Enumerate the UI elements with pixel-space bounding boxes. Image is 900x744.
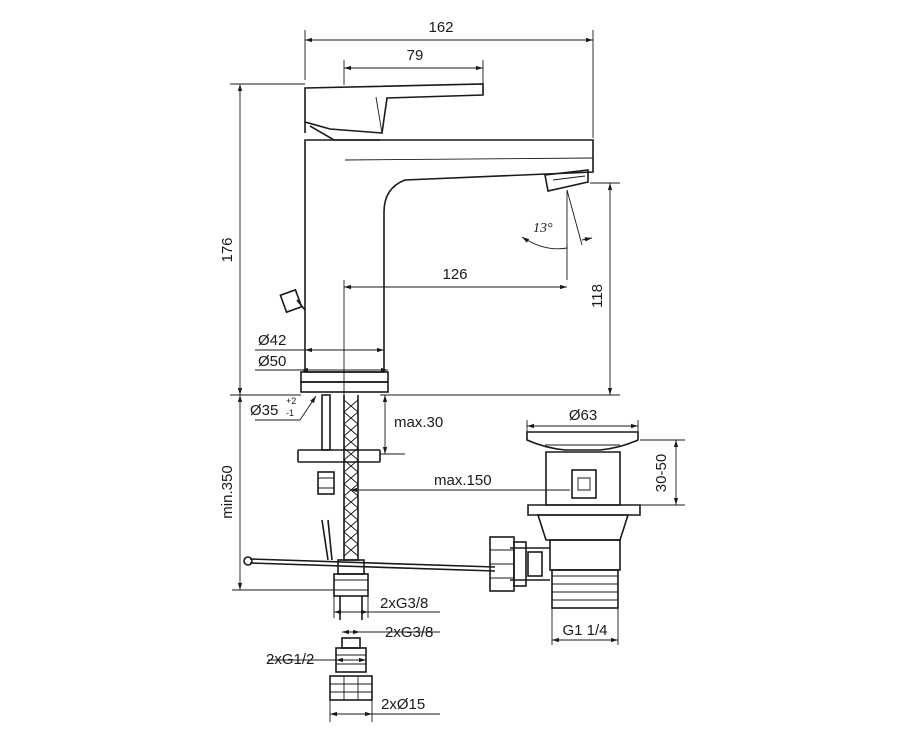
label-overall-width: 162 (428, 19, 453, 36)
label-handle-length: 79 (407, 47, 424, 64)
label-min-hose: min.350 (219, 465, 236, 518)
label-hole-tol-minus: -1 (286, 408, 294, 418)
label-valve-pipe: 2xØ15 (381, 696, 425, 713)
label-valve-thread: 2xG1/2 (266, 651, 314, 668)
body-outline (304, 139, 594, 373)
fixing-plate (297, 449, 381, 463)
label-waste-range: 30-50 (653, 454, 670, 492)
label-spout-reach: 126 (442, 266, 467, 283)
base-ring (300, 371, 389, 383)
label-max-reach: max.150 (434, 472, 492, 489)
label-body-dia-50: Ø50 (258, 353, 286, 370)
supply-assembly (243, 394, 496, 620)
label-body-dia-42: Ø42 (258, 332, 286, 349)
popup-rod (249, 558, 496, 568)
tap-body (279, 83, 594, 393)
waste-assembly (489, 431, 641, 609)
lever-handle (304, 83, 484, 134)
label-spout-angle: 13° (533, 221, 553, 236)
label-total-height: 176 (219, 237, 236, 262)
label-waste-dia: Ø63 (569, 407, 597, 424)
angle-valve (329, 637, 373, 701)
label-hole-tol-plus: +2 (286, 396, 296, 406)
label-hole-dia: Ø35 (250, 402, 278, 419)
label-hose-thread-2: 2xG3/8 (385, 624, 433, 641)
label-hose-thread-1: 2xG3/8 (380, 595, 428, 612)
dimension-lines (230, 30, 685, 722)
hose-nut (333, 573, 369, 597)
popup-knob (279, 288, 303, 314)
label-waste-thread: G1 1/4 (562, 622, 607, 639)
waste-thread (551, 569, 619, 609)
waste-plug (526, 431, 639, 451)
label-spout-height: 118 (589, 284, 606, 308)
dimension-labels: 162 79 176 126 118 13° Ø42 Ø50 Ø35 +2 -1… (219, 19, 670, 713)
aerator (544, 169, 589, 192)
label-max-thickness: max.30 (394, 414, 443, 431)
